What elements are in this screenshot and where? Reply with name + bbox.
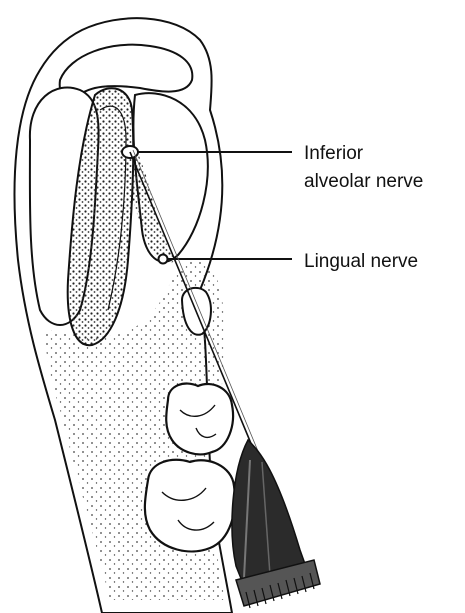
molar-lower [145,460,235,552]
lingual-nerve-label: Lingual nerve [304,250,418,274]
inferior-alveolar-nerve-label-line1: Inferior [304,142,363,166]
lingual-nerve-icon [159,255,168,264]
inferior-alveolar-nerve-label-line2: alveolar nerve [304,170,423,194]
molar-upper [166,384,233,455]
